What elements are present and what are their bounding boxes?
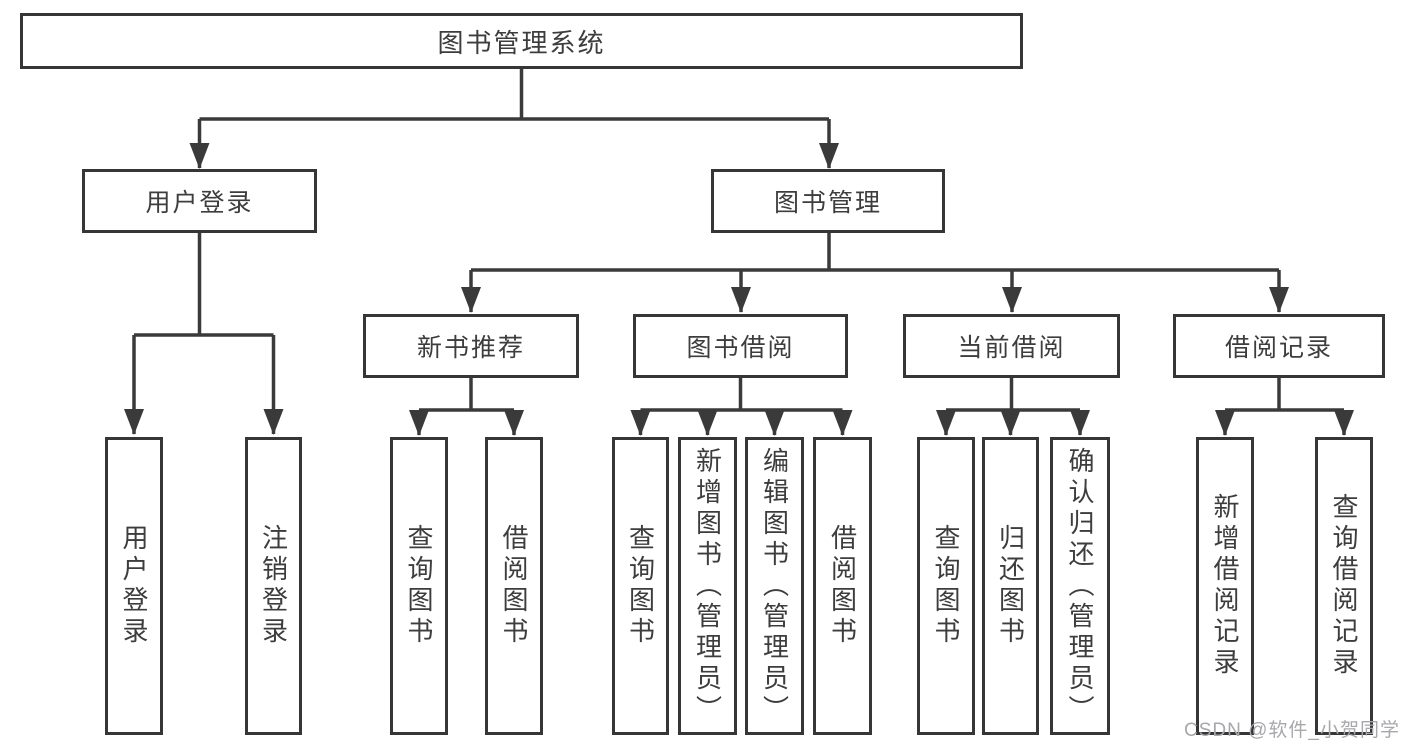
node-leaf-label: 归还图书 <box>995 524 1026 648</box>
node-group-label: 新书推荐 <box>416 334 525 362</box>
node-leaf-label: 新增借阅记录 <box>1210 493 1240 679</box>
node-leaf-label: 编辑图书（管理员） <box>759 446 790 726</box>
node-leaf-label: 查询图书 <box>404 524 434 648</box>
node-leaf-label: 新增图书（管理员） <box>692 446 723 726</box>
node-branch-book-management: 图书管理 <box>711 169 945 233</box>
node-leaf-logout: 注销登录 <box>245 437 302 735</box>
node-leaf-edit-books-admin: 编辑图书（管理员） <box>745 437 804 735</box>
node-group-new-book-recommend: 新书推荐 <box>363 314 579 378</box>
csdn-watermark: CSDN @软件_小贺同学 <box>1184 720 1400 741</box>
node-leaf-add-borrow-record: 新增借阅记录 <box>1196 437 1254 735</box>
node-leaf-borrow-books-2: 借阅图书 <box>813 437 872 735</box>
node-leaf-label: 查询借阅记录 <box>1329 493 1359 679</box>
node-leaf-add-books-admin: 新增图书（管理员） <box>678 437 737 735</box>
node-leaf-label: 借阅图书 <box>499 524 529 648</box>
node-group-book-borrow: 图书借阅 <box>633 314 848 378</box>
node-leaf-query-books-2: 查询图书 <box>612 437 669 735</box>
node-leaf-label: 查询图书 <box>931 524 961 648</box>
node-root-label: 图书管理系统 <box>437 27 606 58</box>
node-group-label: 当前借阅 <box>957 334 1066 362</box>
node-leaf-label: 查询图书 <box>625 524 656 648</box>
node-branch-label: 用户登录 <box>145 189 254 217</box>
node-leaf-query-books-3: 查询图书 <box>917 437 975 735</box>
node-leaf-query-borrow-record: 查询借阅记录 <box>1315 437 1373 735</box>
node-branch-user-login: 用户登录 <box>82 169 317 233</box>
node-group-borrow-records: 借阅记录 <box>1173 314 1385 378</box>
node-leaf-label: 借阅图书 <box>827 524 858 648</box>
node-leaf-confirm-return-admin: 确认归还（管理员） <box>1050 437 1110 735</box>
node-leaf-query-books-1: 查询图书 <box>390 437 448 735</box>
node-leaf-label: 注销登录 <box>258 524 289 648</box>
node-branch-label: 图书管理 <box>773 189 882 217</box>
node-leaf-label: 用户登录 <box>119 524 149 648</box>
node-leaf-borrow-books-1: 借阅图书 <box>485 437 543 735</box>
node-group-label: 借阅记录 <box>1224 334 1333 362</box>
node-group-label: 图书借阅 <box>686 334 795 362</box>
node-leaf-label: 确认归还（管理员） <box>1065 446 1095 726</box>
node-group-current-borrow: 当前借阅 <box>903 314 1120 378</box>
node-leaf-user-login: 用户登录 <box>105 437 163 735</box>
node-leaf-return-books: 归还图书 <box>982 437 1039 735</box>
node-root-system: 图书管理系统 <box>20 13 1023 69</box>
